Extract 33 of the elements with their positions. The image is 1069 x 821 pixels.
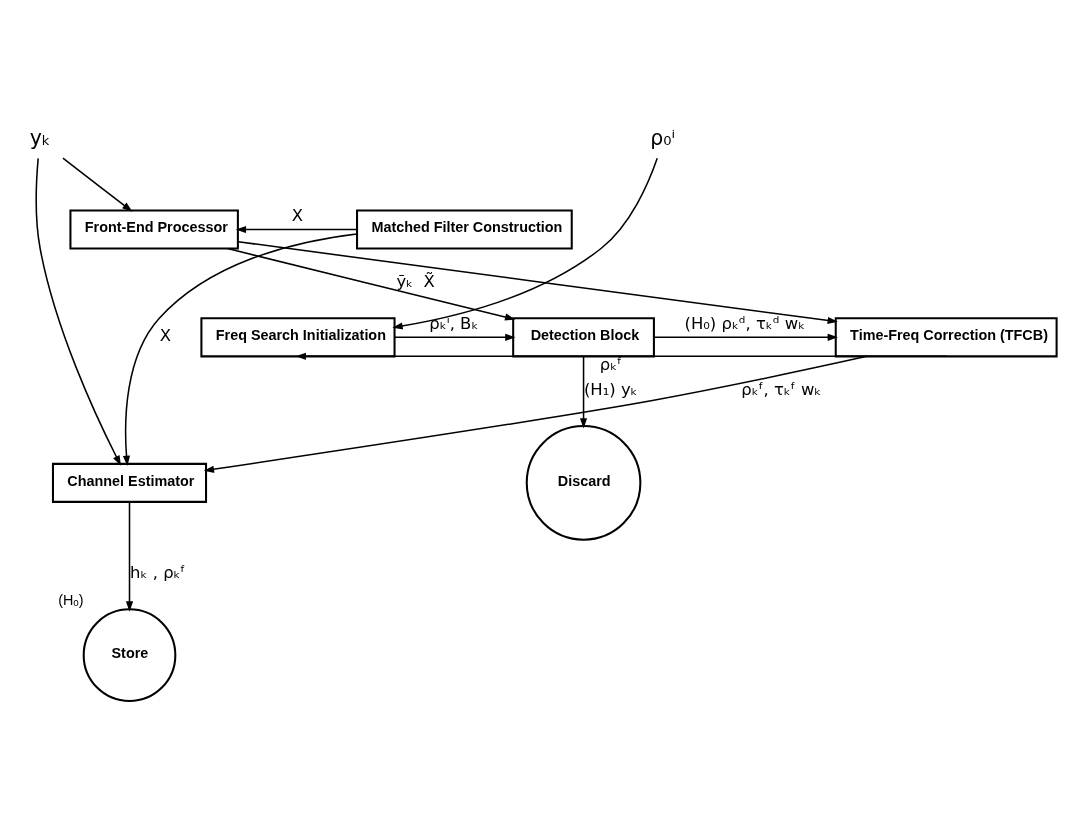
arrow — [237, 240, 838, 324]
node-box: Front-End Processor — [69, 208, 239, 249]
arrow — [392, 157, 658, 330]
node-box: Time-Freq Correction (TFCB) — [834, 316, 1058, 357]
node-label: (Hₒ) — [58, 591, 84, 608]
edge-label: hₖ , ρₖᶠ — [130, 562, 186, 582]
arrow — [653, 333, 838, 341]
node-circle: Discard — [525, 424, 642, 541]
node-circle: Store — [82, 607, 177, 702]
arrow — [579, 355, 588, 428]
arrow — [203, 355, 868, 473]
edge-label: ρₖᶠ — [599, 354, 623, 373]
edge-label: (H₀) ρₖᵈ, τₖᵈ wₖ — [684, 313, 806, 333]
edge-label: (H₁) yₖ — [583, 379, 638, 399]
arrow — [62, 156, 133, 212]
edge-label: ρₖᶠ, τₖᶠ wₖ — [741, 379, 822, 399]
arrow — [35, 157, 121, 466]
node-box: Freq Search Initialization — [200, 316, 396, 357]
arrow — [393, 333, 516, 341]
edge-label: X — [159, 325, 172, 345]
edge-label: X — [291, 205, 304, 225]
edge-label: ỹₖ X̃ — [396, 271, 435, 291]
node-text: ρ₀ⁱ — [650, 125, 676, 150]
arrow — [226, 247, 516, 321]
node-box: Detection Block — [512, 316, 655, 357]
arrow — [295, 352, 947, 360]
arrow — [235, 225, 358, 233]
node-text: yₖ — [29, 125, 51, 150]
arrow — [122, 232, 358, 466]
arrow — [125, 500, 134, 612]
node-box: Channel Estimator — [51, 462, 208, 503]
node-box: Matched Filter Construction — [356, 208, 573, 249]
edge-label: ρₖⁱ, Bₖ — [429, 313, 479, 333]
